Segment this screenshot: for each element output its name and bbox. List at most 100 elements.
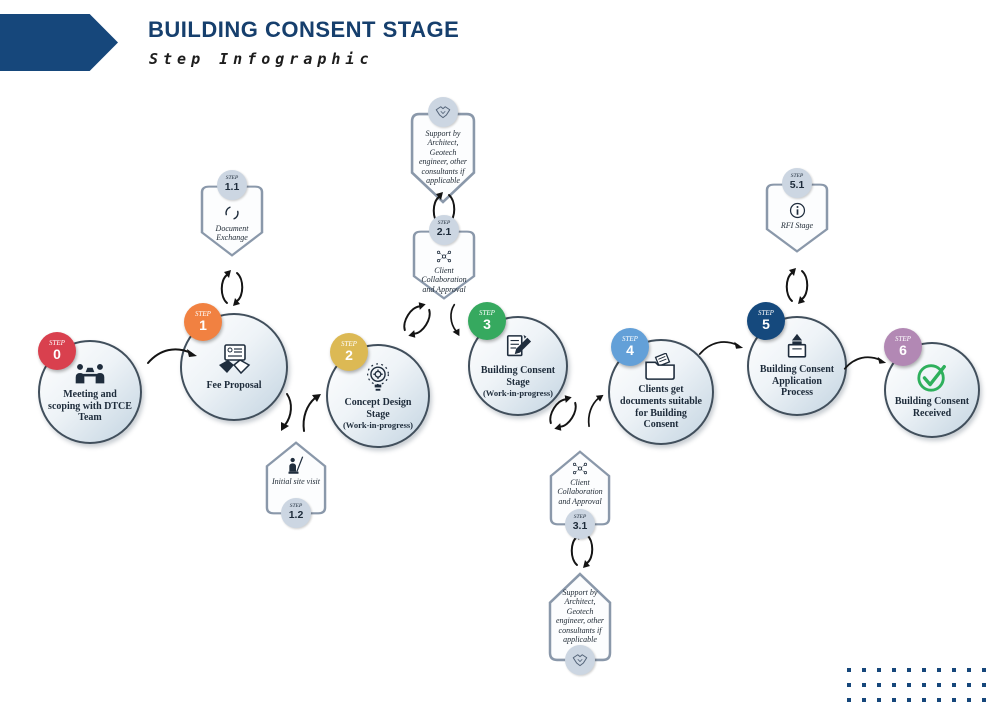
dot [862, 698, 866, 702]
dot [922, 668, 926, 672]
dot [952, 698, 956, 702]
dot [862, 683, 866, 687]
step-6-label: Building Consent Received [894, 395, 970, 419]
info-icon [789, 202, 806, 219]
step-2-label: Concept Design Stage [344, 397, 412, 420]
page-subtitle: Step Infographic [149, 50, 374, 68]
dot [907, 683, 911, 687]
support-note-bottom-badge [565, 645, 595, 675]
dot [892, 698, 896, 702]
dot [982, 668, 986, 672]
step-5-node: Building Consent Application Process STE… [747, 302, 847, 416]
dot [922, 698, 926, 702]
step-1-badge: STEP 1 [184, 303, 222, 341]
support-note-top-badge [428, 97, 458, 127]
dot [982, 683, 986, 687]
badge-step-word: STEP [437, 220, 451, 227]
step-6-badge: STEP 6 [884, 328, 922, 366]
substep-1-2-node: Initial site visit STEP 1.2 [265, 441, 327, 528]
step-4-badge: STEP 4 [611, 328, 649, 366]
support-note-top-label: Support by Architect, Geotech engineer, … [419, 129, 467, 186]
header-banner-arrow [0, 14, 118, 71]
dot [952, 668, 956, 672]
badge-step-word: STEP [758, 308, 774, 317]
badge-step-word: STEP [49, 338, 65, 347]
badge-step-word: STEP [289, 503, 303, 510]
badge-step-number: 6 [899, 341, 907, 358]
step-5-circle: Building Consent Application Process [747, 316, 847, 416]
dot [937, 668, 941, 672]
substep-2-1-node: STEP 2.1 Client Collaboration and Approv… [412, 215, 476, 300]
dot [922, 683, 926, 687]
shield-outline [412, 230, 476, 300]
support-note-bottom-node: Support by Architect, Geotech engineer, … [548, 572, 612, 675]
dot [847, 683, 851, 687]
fee-proposal-handshake-icon [216, 343, 252, 377]
substep-1-1-node: STEP 1.1 Document Exchange [200, 170, 264, 257]
flow-arrow-step4-step5 [698, 336, 744, 358]
step-6-circle: Building Consent Received [884, 342, 980, 438]
badge-step-word: STEP [895, 334, 911, 343]
dot [982, 698, 986, 702]
badge-step-number: 5.1 [789, 178, 805, 191]
badge-step-word: STEP [573, 514, 587, 521]
step-4-node: Clients get documents suitable for Build… [608, 328, 714, 445]
step-3-label: Building Consent Stage [480, 365, 556, 388]
substep-1-2-label: Initial site visit [272, 477, 320, 486]
substep-5-1-badge: STEP 5.1 [782, 168, 812, 198]
step-2-node: Concept Design Stage (Work-in-progress) … [326, 333, 430, 448]
site-visit-icon [286, 455, 306, 475]
step-3-sublabel: (Work-in-progress) [482, 387, 554, 398]
sync-icon [223, 204, 241, 222]
dot [967, 683, 971, 687]
dot [877, 698, 881, 702]
step-6-node: Building Consent Received STEP 6 [884, 328, 980, 438]
page-title: BUILDING CONSENT STAGE [148, 17, 460, 42]
badge-step-number: 1 [199, 316, 207, 333]
submit-box-icon [783, 333, 811, 361]
badge-step-word: STEP [341, 339, 357, 348]
dot [907, 668, 911, 672]
step-3-badge: STEP 3 [468, 302, 506, 340]
badge-step-number: 0 [53, 345, 61, 362]
flow-arrow-step1-down [274, 392, 296, 432]
step-3-circle: Building Consent Stage (Work-in-progress… [468, 316, 568, 416]
folder-documents-icon [643, 352, 679, 381]
badge-step-number: 1.1 [224, 180, 240, 193]
cycle-arrows-step2-substep21 [394, 295, 441, 345]
document-edit-icon [503, 334, 533, 362]
badge-step-word: STEP [225, 175, 239, 182]
substep-2-1-label: Client Collaboration and Approval [421, 266, 467, 294]
collaboration-icon [571, 461, 589, 476]
dot [892, 683, 896, 687]
dot [937, 683, 941, 687]
substep-1-1-label: Document Exchange [215, 224, 249, 243]
substep-2-1-badge: STEP 2.1 [429, 215, 459, 245]
step-2-badge: STEP 2 [330, 333, 368, 371]
substep-1-2-badge: STEP 1.2 [281, 498, 311, 528]
meeting-icon [72, 360, 108, 386]
substep-3-1-badge: STEP 3.1 [565, 509, 595, 539]
badge-step-word: STEP [479, 308, 495, 317]
shield-outline [200, 185, 264, 257]
substep-5-1-label: RFI Stage [780, 221, 814, 230]
substep-3-1-node: Client Collaboration and Approval STEP 3… [549, 450, 611, 539]
handshake-icon [434, 105, 452, 119]
dot-grid [847, 668, 986, 702]
dot [907, 698, 911, 702]
badge-step-number: 5 [762, 315, 770, 332]
step-1-node: Fee Proposal STEP 1 [180, 303, 288, 421]
dot [967, 698, 971, 702]
flow-arrow-step5-step6 [843, 350, 887, 374]
badge-step-number: 1.2 [288, 508, 304, 521]
badge-step-word: STEP [195, 309, 211, 318]
idea-gear-icon [363, 362, 393, 394]
badge-step-number: 2 [345, 346, 353, 363]
dot [847, 698, 851, 702]
check-circle-icon [915, 361, 949, 393]
step-0-node: Meeting and scoping with DTCE Team STEP … [38, 332, 142, 444]
step-5-label: Building Consent Application Process [759, 363, 835, 399]
badge-step-word: STEP [622, 334, 638, 343]
dot [877, 683, 881, 687]
badge-step-word: STEP [790, 173, 804, 180]
